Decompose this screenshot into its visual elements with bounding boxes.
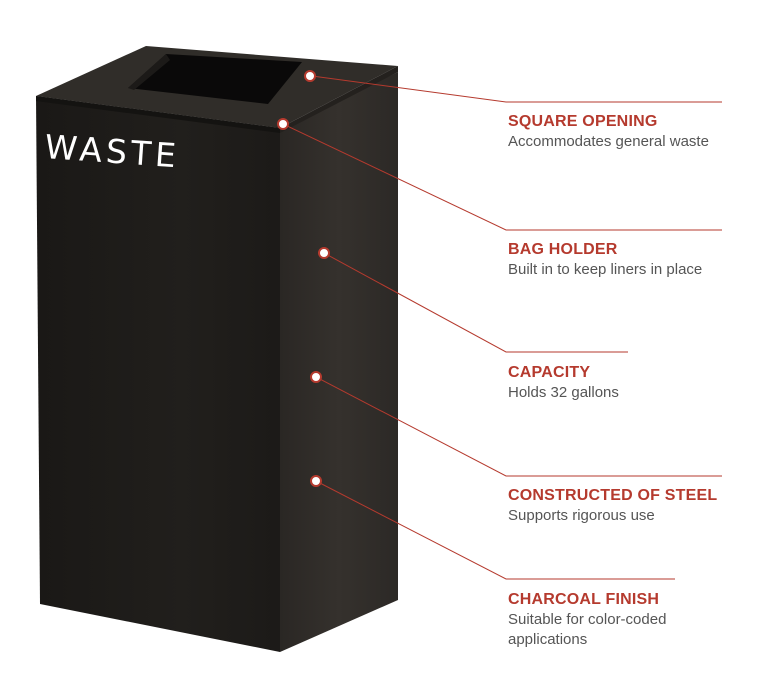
leader-line-bag-holder bbox=[282, 123, 722, 231]
marker-dot-finish bbox=[310, 475, 322, 487]
callout-constructed-of-steel: CONSTRUCTED OF STEEL Supports rigorous u… bbox=[508, 486, 758, 526]
callout-title: BAG HOLDER bbox=[508, 241, 618, 258]
callout-title: CONSTRUCTED OF STEEL bbox=[508, 487, 718, 504]
callout-title: CHARCOAL FINISH bbox=[508, 591, 660, 608]
callout-square-opening: SQUARE OPENING Accommodates general wast… bbox=[508, 112, 758, 152]
bin-label: WASTE bbox=[43, 127, 181, 175]
bin-lid-right-lip bbox=[280, 66, 398, 133]
callout-description: Suitable for color-coded applications bbox=[508, 611, 667, 648]
callout-title: SQUARE OPENING bbox=[508, 113, 658, 130]
square-opening-inner-rim bbox=[128, 54, 170, 90]
callout-description: Built in to keep liners in place bbox=[508, 261, 703, 278]
bin-lid-lip bbox=[36, 96, 280, 133]
waste-bin: WASTE bbox=[36, 46, 398, 652]
leader-line-square-opening bbox=[311, 75, 722, 103]
callout-leader-lines bbox=[282, 75, 722, 580]
callout-description: Holds 32 gallons bbox=[508, 384, 619, 401]
callout-description: Supports rigorous use bbox=[508, 507, 655, 524]
callout-markers bbox=[277, 70, 330, 487]
callout-charcoal-finish: CHARCOAL FINISH Suitable for color-coded… bbox=[508, 590, 708, 650]
bin-side-face bbox=[280, 72, 398, 652]
leader-line-steel bbox=[315, 376, 722, 477]
bin-front-face bbox=[36, 96, 280, 652]
square-opening bbox=[128, 54, 302, 104]
marker-dot-square-opening bbox=[304, 70, 316, 82]
callout-title: CAPACITY bbox=[508, 364, 591, 381]
callout-description: Accommodates general waste bbox=[508, 133, 709, 150]
callout-bag-holder: BAG HOLDER Built in to keep liners in pl… bbox=[508, 240, 758, 280]
marker-dot-capacity bbox=[318, 247, 330, 259]
marker-dot-steel bbox=[310, 371, 322, 383]
leader-line-capacity bbox=[323, 252, 628, 353]
callout-capacity: CAPACITY Holds 32 gallons bbox=[508, 363, 758, 403]
marker-dot-bag-holder bbox=[277, 118, 289, 130]
leader-line-finish bbox=[315, 480, 675, 580]
